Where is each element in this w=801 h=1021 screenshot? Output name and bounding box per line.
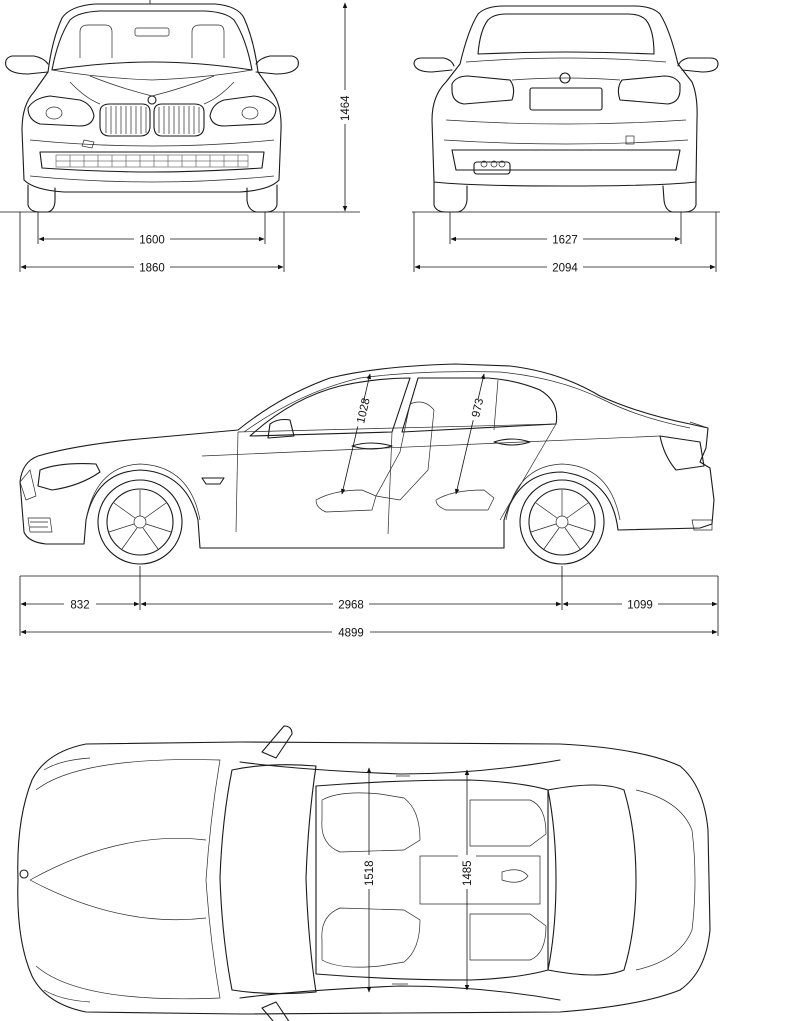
side-view-drawing — [19, 363, 715, 565]
width-with-mirrors-dimension: 2094 — [552, 263, 578, 275]
overall-length-dimension: 4899 — [338, 628, 364, 640]
front-view-dimensions: 1464 1600 1860 — [19, 0, 354, 275]
front-interior-width-dimension: 1518 — [364, 860, 376, 886]
rear-view-drawing — [412, 5, 720, 213]
rear-overhang-dimension: 1099 — [627, 600, 653, 612]
side-view-dimensions: 1028 973 832 2968 1099 4899 — [19, 373, 719, 640]
height-dimension: 1464 — [340, 95, 352, 121]
front-wheel-spokes — [108, 490, 172, 550]
front-view-drawing — [0, 3, 360, 213]
rear-view-dimensions: 1627 2094 — [413, 212, 717, 275]
top-view-dimensions: 1518 1485 — [360, 767, 476, 993]
wheelbase-dimension: 2968 — [338, 600, 364, 612]
front-overhang-dimension: 832 — [70, 600, 89, 612]
rear-wheel-spokes — [530, 490, 594, 550]
width-dimension: 1860 — [139, 263, 165, 275]
rear-track-dimension: 1627 — [552, 235, 578, 247]
front-headroom-dimension: 1028 — [355, 397, 372, 425]
front-track-dimension: 1600 — [139, 235, 165, 247]
top-view-drawing — [17, 725, 711, 1021]
rear-interior-width-dimension: 1485 — [462, 860, 474, 886]
rear-headroom-dimension: 973 — [470, 397, 486, 418]
